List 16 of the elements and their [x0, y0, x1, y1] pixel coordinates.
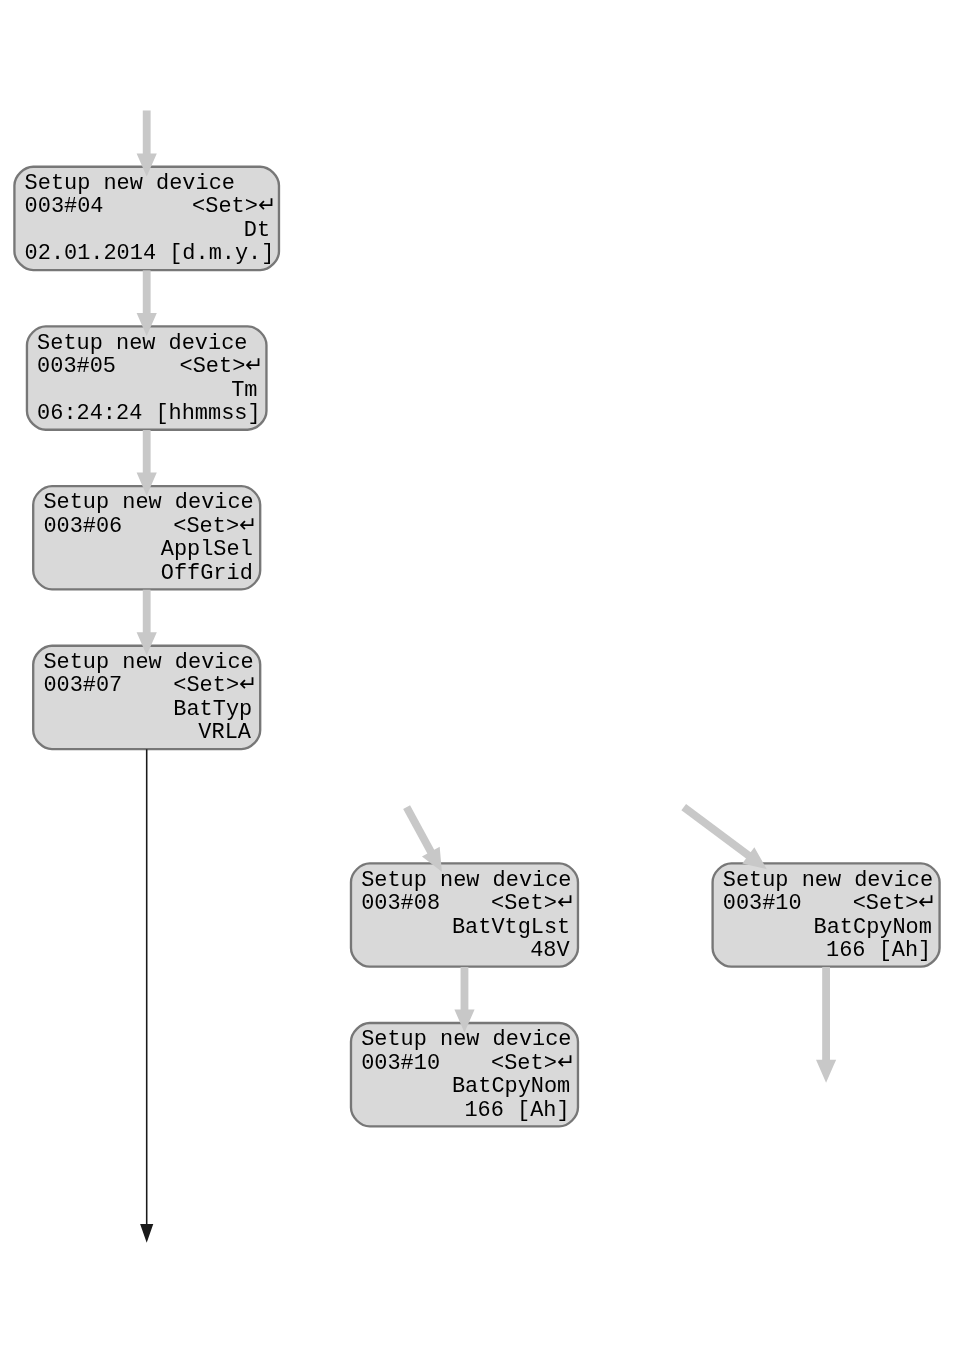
- arrow: [136, 589, 157, 655]
- arrow: [454, 966, 475, 1033]
- node-box: Setup new device 003#10 <Set>↵ BatCpyNom 166 [Ah]: [711, 861, 941, 968]
- arrow: [136, 109, 157, 176]
- arrow: [403, 804, 442, 872]
- node-box: Setup new device 003#05 <Set>↵ Tm 06:24:24 [hhmmss]: [25, 324, 268, 431]
- arrow: [136, 429, 157, 496]
- node-box: Setup new device 003#07 <Set>↵ BatTyp VRLA: [32, 644, 262, 750]
- node-box: Setup new device 003#06 <Set>↵ ApplSel OffGrid: [32, 484, 262, 591]
- node-box: Setup new device 003#04 <Set>↵ Dt 02.01.2014 [d.m.y.]: [13, 165, 281, 271]
- node-box: Setup new device 003#08 <Set>↵ BatVtgLst 48V: [349, 861, 580, 968]
- arrow: [136, 269, 157, 336]
- arrow: [816, 966, 837, 1083]
- node-box: Setup new device 003#10 <Set>↵ BatCpyNom 166 [Ah]: [349, 1021, 580, 1127]
- arrow: [681, 803, 767, 869]
- arrow: [140, 747, 154, 1243]
